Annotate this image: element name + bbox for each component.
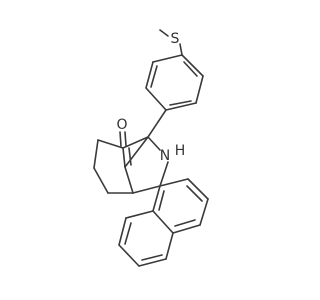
nitrogen-atom-label: N	[160, 148, 170, 164]
cyclohexanone-ring	[93, 136, 149, 194]
background	[0, 0, 300, 300]
amine-hydrogen-label: H	[175, 143, 186, 159]
naphthalene-ring-a	[152, 178, 209, 234]
bond-s-ring	[179, 43, 183, 56]
phenyl-ring	[145, 54, 204, 111]
methylthio-group	[159, 29, 183, 56]
carbonyl-group	[119, 131, 127, 147]
chemical-structure-diagram: S O N H	[0, 0, 300, 300]
structure-canvas: S O N H	[0, 0, 300, 300]
dihydropyridine-ring	[124, 136, 169, 194]
bond-phenyl-c6	[147, 109, 167, 138]
bond-methyl-s	[159, 29, 169, 37]
sulfur-atom-label: S	[171, 31, 180, 47]
oxygen-atom-label: O	[116, 117, 127, 133]
naphthalene-ring-b	[118, 210, 174, 267]
